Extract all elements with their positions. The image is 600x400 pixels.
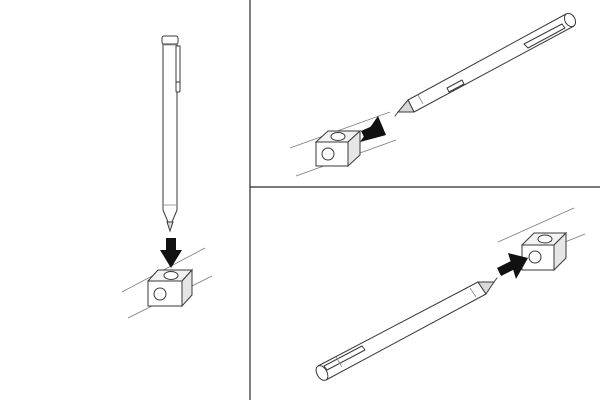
panel-insert-from-right bbox=[289, 12, 577, 177]
arrow-right-icon bbox=[497, 253, 528, 279]
panel-insert-from-left bbox=[315, 207, 586, 381]
pen-holder-icon bbox=[146, 268, 194, 308]
arrow-left-icon bbox=[360, 116, 386, 142]
panel-insert-from-top bbox=[121, 35, 213, 319]
stylus-pen-icon bbox=[161, 35, 181, 233]
stylus-pen-icon bbox=[315, 277, 498, 381]
pen-holder-icon bbox=[520, 231, 568, 272]
arrow-down-icon bbox=[160, 238, 182, 268]
stylus-pen-icon bbox=[394, 12, 577, 117]
pen-holder-icon bbox=[314, 129, 362, 168]
